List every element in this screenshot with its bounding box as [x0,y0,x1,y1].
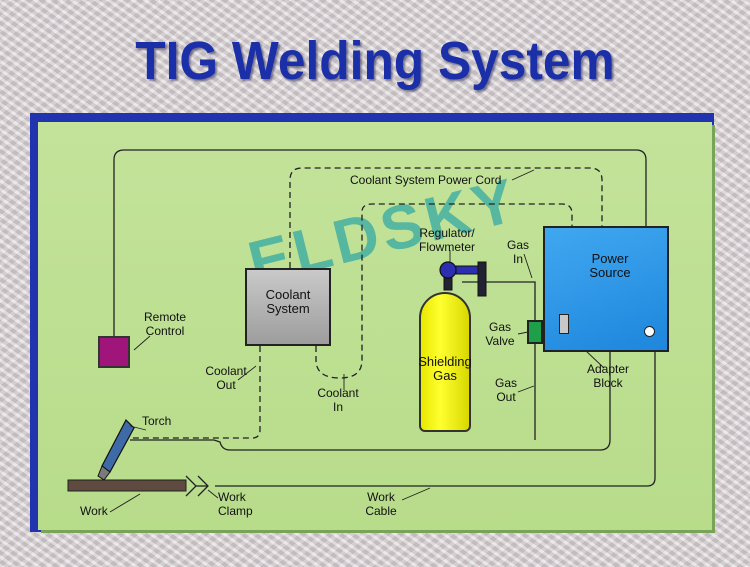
regulator-label: Regulator/ Flowmeter [418,226,475,254]
coolant-power-cord-label: Coolant System Power Cord [350,173,502,187]
regulator-icon [439,261,487,297]
leader-arrows [109,169,605,513]
remote-control-box [98,336,130,368]
torch-power-cable [130,352,611,451]
gas-valve-box [527,320,543,344]
gas-valve-label: Gas Valve [485,320,515,348]
torch-label: Torch [142,414,172,428]
shielding-gas-label: Shielding Gas [418,354,472,383]
coolant-system-label: Coolant System [265,287,311,316]
remote-control-cable [113,149,647,336]
adapter-block-label: Adapter Block [586,362,630,390]
work-cable-line [215,352,656,487]
remote-control-label: Remote Control [143,310,187,338]
coolant-power-cord-line [289,167,603,268]
coolant-system-box [245,268,331,346]
torch-icon [97,418,135,481]
work-clamp-icon [185,475,209,497]
coolant-out-hose [132,346,261,439]
work-clamp-label: Work Clamp [218,490,253,518]
coolant-in-label: Coolant In [317,386,359,414]
page-title: TIG Welding System [135,31,615,91]
gas-in-label: Gas In [506,238,529,266]
work-cable-label: Work Cable [365,490,397,518]
gas-out-label: Gas Out [494,376,517,404]
workpiece [67,479,187,492]
gas-in-line [462,281,536,320]
coolant-out-label: Coolant Out [205,364,247,392]
shielding-gas-cylinder [419,292,471,432]
work-label: Work [80,504,108,518]
adapter-block-box [559,314,569,334]
power-source-knob [644,326,655,337]
coolant-in-hose [315,203,573,379]
power-source-label: Power Source [589,251,631,280]
